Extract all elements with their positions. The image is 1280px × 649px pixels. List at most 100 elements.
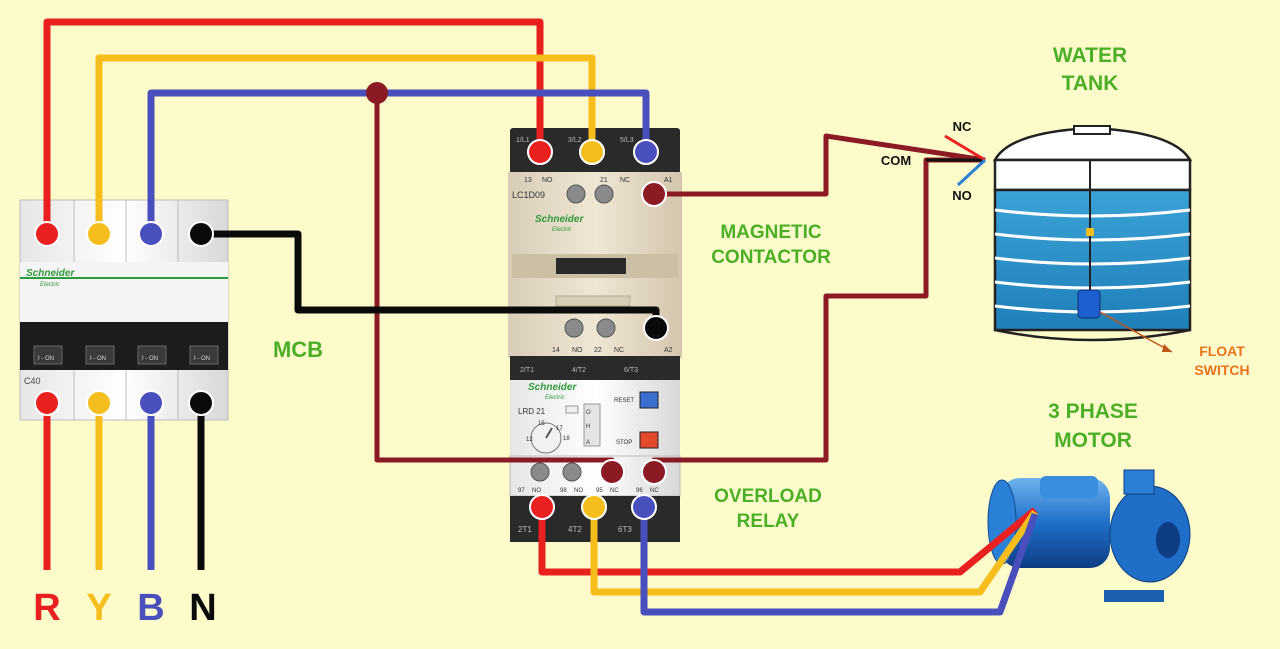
- contactor-window: [556, 258, 626, 274]
- overload-stop-button[interactable]: [639, 431, 659, 449]
- mcb-terminal-b-in[interactable]: [138, 390, 164, 416]
- overload-model: LRD 21: [518, 407, 546, 416]
- overload-dial-mark: 18: [563, 436, 570, 442]
- overload-aux-label: 95: [596, 488, 603, 494]
- contactor-terminal-l1[interactable]: [527, 139, 553, 165]
- mcb-lever-label: I - ON: [194, 356, 210, 362]
- float-label-line2: SWITCH: [1194, 362, 1249, 378]
- overload-mode-selector[interactable]: [583, 403, 601, 447]
- overload-mode-mark: A: [586, 440, 590, 446]
- contactor-terminal-a1[interactable]: [641, 181, 667, 207]
- contactor-aux-label: 13: [524, 177, 532, 184]
- contactor-aux-label: NC: [614, 347, 624, 354]
- wire-y-supply: [95, 54, 596, 234]
- contactor-screw: [594, 184, 614, 204]
- overload-terminal-t1[interactable]: [529, 494, 555, 520]
- contactor-terminal-label: 2/T1: [520, 367, 534, 374]
- wire-r-supply: [43, 18, 544, 234]
- contactor-terminal-l3[interactable]: [633, 139, 659, 165]
- contactor-bottom-block: [510, 356, 680, 380]
- overload-terminal-95[interactable]: [599, 459, 625, 485]
- mcb-terminal-b-out[interactable]: [138, 221, 164, 247]
- contactor-terminal-label: 1/L1: [516, 137, 530, 144]
- overload-stop-label: STOP: [616, 440, 632, 446]
- pump-inlet: [1156, 522, 1180, 558]
- motor-label-line2: MOTOR: [1054, 429, 1132, 452]
- contactor-aux-label: NC: [620, 177, 630, 184]
- contactor-label-line1: MAGNETIC: [720, 222, 822, 243]
- tank-label-line2: TANK: [1062, 72, 1119, 95]
- mcb-rating: C40: [24, 376, 41, 386]
- overload-dial-mark: 12: [526, 437, 533, 443]
- pump-foot: [1104, 590, 1164, 602]
- nc-contact: [944, 134, 986, 162]
- water-tank: [992, 125, 1193, 353]
- overload-terminal-t3[interactable]: [631, 494, 657, 520]
- no-label: NO: [952, 188, 972, 203]
- overload-terminal-t2[interactable]: [581, 494, 607, 520]
- contactor-aux-label: A1: [664, 177, 673, 184]
- float-weight: [1086, 228, 1094, 236]
- overload-terminal-label: 4T2: [568, 525, 582, 534]
- phase-wiring: [43, 18, 1039, 616]
- wire-y-motor: [590, 507, 1038, 596]
- pump-outlet: [1123, 469, 1155, 495]
- mcb-lever-label: I - ON: [38, 356, 54, 362]
- contactor-screw: [566, 184, 586, 204]
- overload-aux-label: 98: [560, 488, 567, 494]
- overload-screw: [530, 462, 550, 482]
- contactor-brand-sub: Electric: [552, 227, 572, 233]
- phase-letter-y: Y: [86, 587, 111, 629]
- mcb-terminal-n-in[interactable]: [188, 390, 214, 416]
- mcb-lever[interactable]: [189, 345, 219, 365]
- phase-letter-n: N: [189, 587, 216, 629]
- mcb-lever-label: I - ON: [90, 356, 106, 362]
- overload-brand-sub: Electric: [545, 395, 565, 401]
- motor-terminal-box: [1040, 476, 1098, 498]
- phase-letter-b: B: [137, 587, 164, 629]
- tank-air-space: [993, 158, 1192, 192]
- mcb-terminal-y-in[interactable]: [86, 390, 112, 416]
- mcb-terminal-r-out[interactable]: [34, 221, 60, 247]
- contactor-device: 1/L1 3/L2 5/L3 13 NO 21 NC A1 LC1D09 Sch…: [508, 128, 682, 380]
- mcb-lever[interactable]: [33, 345, 63, 365]
- mcb-lever-label: I - ON: [142, 356, 158, 362]
- overload-reset-button[interactable]: [639, 391, 659, 409]
- junction-dot: [366, 82, 388, 104]
- overload-label-line2: RELAY: [737, 511, 800, 532]
- terminals: [34, 82, 669, 520]
- mcb-lever[interactable]: [137, 345, 167, 365]
- mcb-lever[interactable]: [85, 345, 115, 365]
- overload-mode-mark: O: [586, 410, 591, 416]
- contactor-terminal-l2[interactable]: [579, 139, 605, 165]
- contactor-screw: [564, 318, 584, 338]
- phase-letter-r: R: [33, 587, 60, 629]
- contactor-model: LC1D09: [512, 190, 545, 200]
- overload-reset-label: RESET: [614, 398, 634, 404]
- overload-dial-mark: 17: [556, 426, 563, 432]
- contactor-aux-label: A2: [664, 347, 673, 354]
- mcb-terminal-y-out[interactable]: [86, 221, 112, 247]
- mcb-terminal-r-in[interactable]: [34, 390, 60, 416]
- no-contact: [956, 158, 987, 187]
- tank-base: [994, 328, 1191, 342]
- mcb-label: MCB: [273, 337, 323, 362]
- contactor-terminal-label: 4/T2: [572, 367, 586, 374]
- contactor-slot: [555, 295, 631, 307]
- overload-terminal-96[interactable]: [641, 459, 667, 485]
- mcb-brand-sub: Electric: [40, 282, 60, 288]
- com-label: COM: [881, 153, 911, 168]
- overload-indicator: [565, 405, 579, 414]
- contactor-aux-label: NO: [572, 347, 583, 354]
- overload-label-line1: OVERLOAD: [714, 486, 822, 507]
- contactor-label-line2: CONTACTOR: [711, 247, 831, 268]
- contactor-brand: Schneider: [535, 214, 584, 225]
- contactor-aux-label: 14: [552, 347, 560, 354]
- mcb-brand: Schneider: [26, 268, 75, 279]
- contactor-aux-label: 21: [600, 177, 608, 184]
- wire-b-supply: [147, 89, 650, 234]
- mcb-terminal-n-out[interactable]: [188, 221, 214, 247]
- overload-aux-label: NC: [610, 488, 619, 494]
- contactor-terminal-a2[interactable]: [643, 315, 669, 341]
